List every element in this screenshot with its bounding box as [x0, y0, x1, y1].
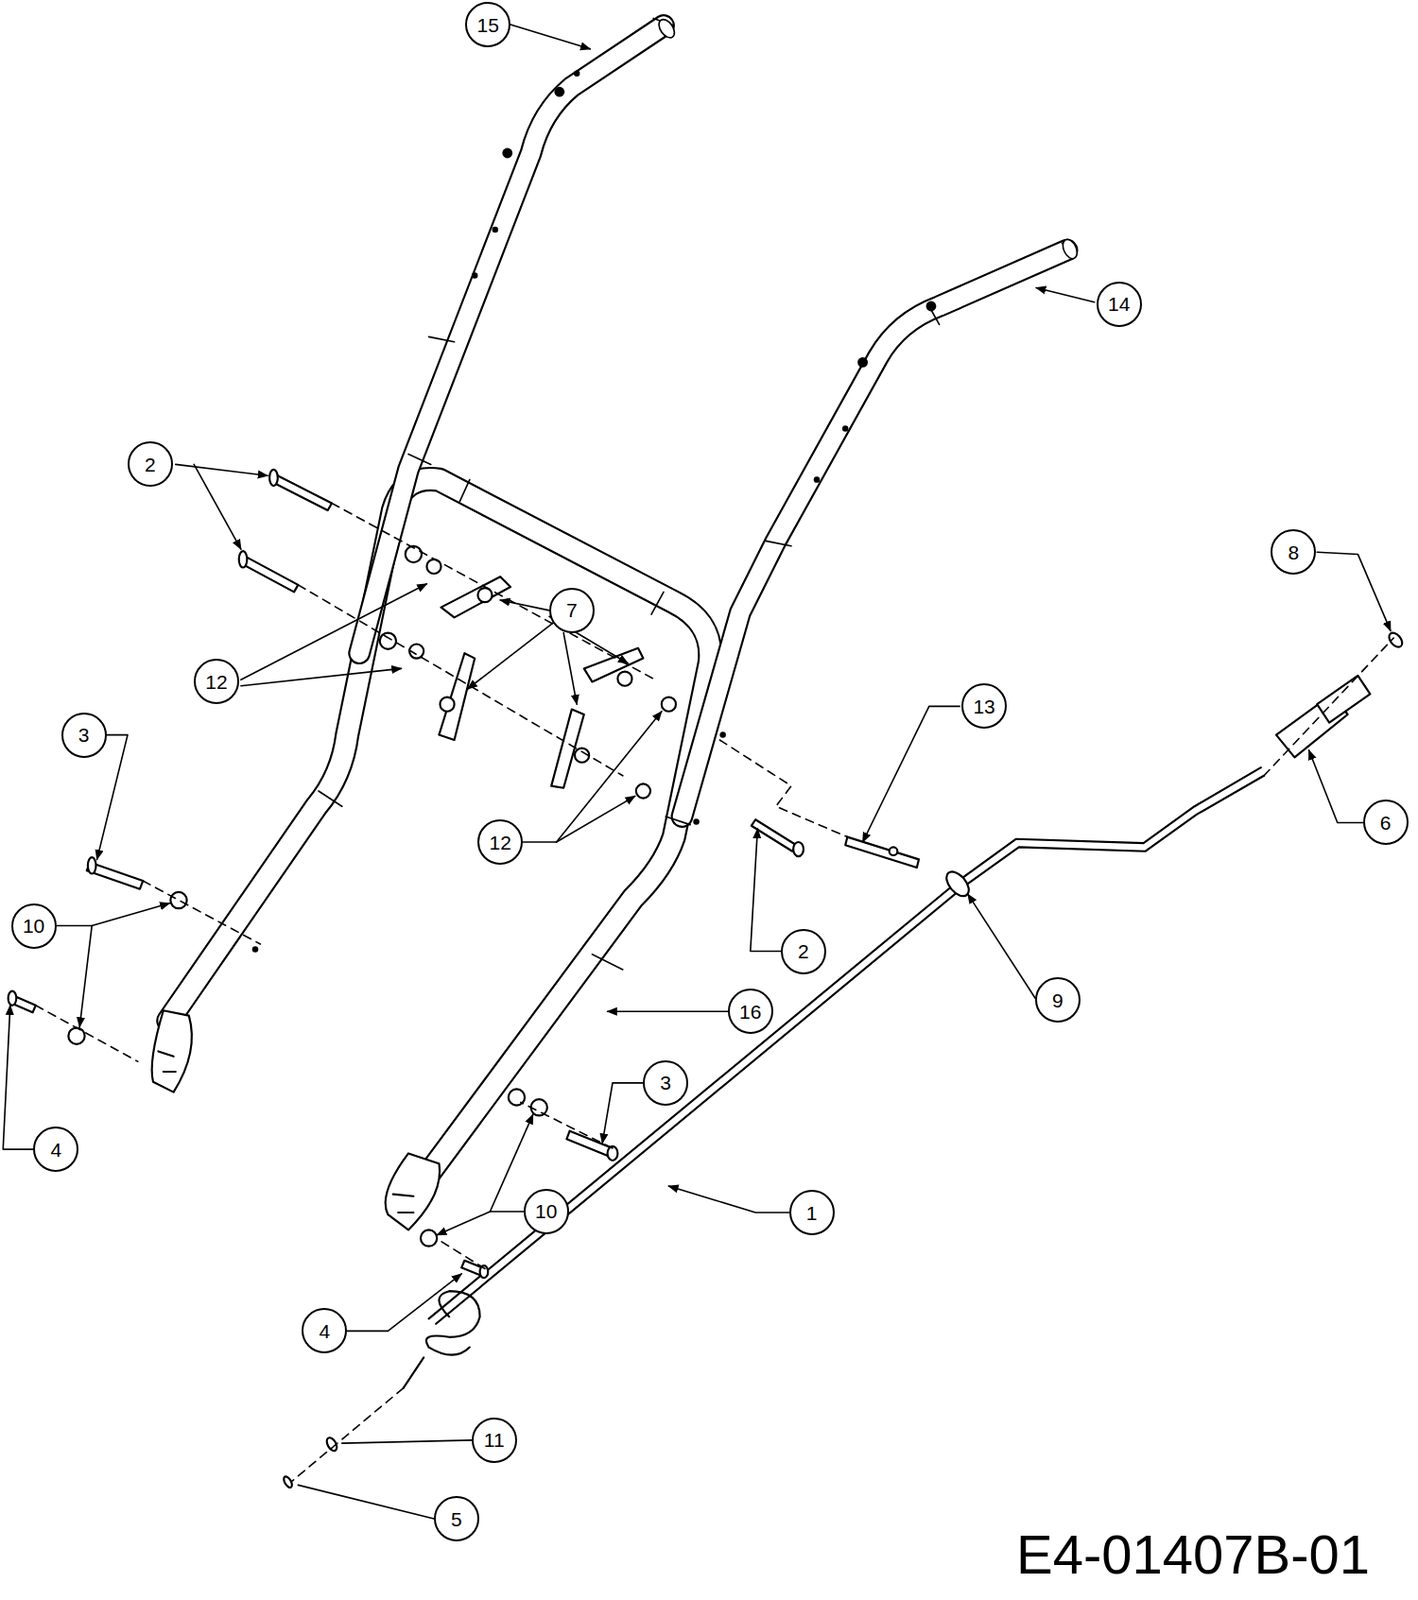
callout-text: 4 [51, 1140, 63, 1160]
callout-text: 11 [484, 1430, 505, 1451]
callout-text: 8 [1288, 542, 1300, 563]
washers [68, 546, 676, 1490]
callout-text: 10 [535, 1201, 557, 1222]
callout-number: 12 [477, 819, 523, 865]
callout-number: 7 [549, 587, 595, 634]
callout-number: 2 [127, 441, 173, 487]
callout-text: 3 [659, 1072, 672, 1093]
callout-text: 12 [205, 672, 227, 692]
assembly-lines [35, 502, 1394, 1483]
callout-text: 9 [1052, 990, 1064, 1011]
callout-number: 8 [1270, 529, 1316, 575]
callout-text: 6 [1380, 812, 1392, 833]
callout-number: 9 [1035, 977, 1081, 1023]
callout-text: 13 [972, 696, 995, 717]
callout-number: 5 [433, 1496, 480, 1542]
callout-text: 3 [78, 725, 90, 745]
callout-number: 10 [523, 1189, 570, 1235]
drawing-number: E4-01407B-01 [1016, 1527, 1370, 1583]
callout-text: 14 [1107, 293, 1130, 314]
callout-text: 1 [806, 1203, 818, 1224]
callout-number: 13 [961, 683, 1007, 729]
callout-text: 7 [566, 600, 578, 621]
callout-number: 4 [33, 1126, 79, 1173]
callout-number: 1 [789, 1190, 835, 1236]
shift-rod [403, 767, 1264, 1389]
callout-number: 12 [193, 658, 240, 705]
callout-text: 12 [489, 832, 512, 853]
callout-text: 15 [477, 15, 500, 35]
grip [1276, 630, 1405, 758]
callout-text: 2 [797, 941, 810, 962]
callout-number: 10 [11, 903, 57, 950]
knobs [438, 576, 643, 789]
callout-text: 2 [144, 454, 156, 475]
callout-number: 3 [642, 1060, 689, 1107]
callout-number: 11 [471, 1418, 518, 1464]
callout-number: 2 [780, 929, 827, 975]
leader-lines [2, 24, 1391, 1520]
callout-number: 14 [1096, 281, 1142, 328]
callout-text: 16 [739, 1002, 761, 1022]
callout-text: 4 [319, 1321, 331, 1342]
callout-number: 3 [61, 712, 107, 759]
pins [8, 469, 919, 1279]
callout-number: 16 [727, 988, 774, 1035]
callout-number: 15 [465, 1, 511, 48]
callout-number: 6 [1363, 799, 1409, 846]
handle-tubes [152, 17, 1081, 1231]
callout-text: 5 [450, 1509, 463, 1530]
callout-number: 4 [301, 1308, 347, 1354]
callout-text: 10 [22, 916, 45, 936]
